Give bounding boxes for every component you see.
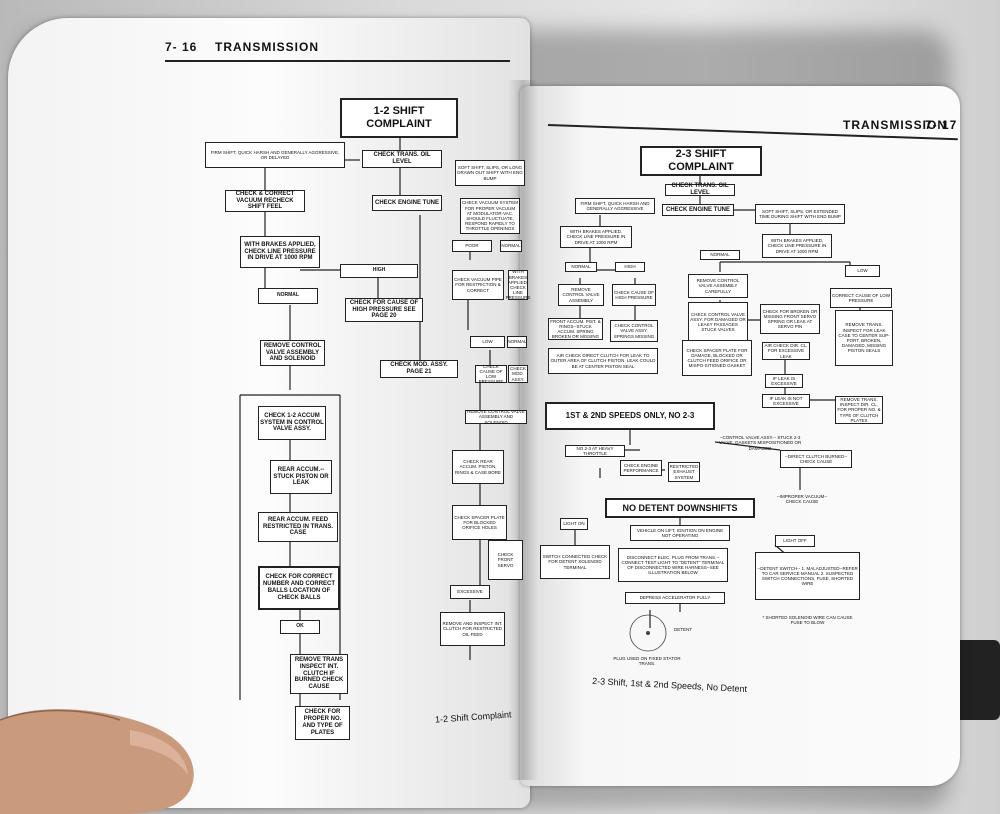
right-page-number: 7- 17 bbox=[925, 118, 958, 132]
right-section-title: TRANSMISSION bbox=[843, 118, 948, 132]
box-vehicle-on-lift: VEHICLE ON LIFT, IGNITION ON ENGINE NOT … bbox=[630, 525, 730, 541]
box-check-mod-2: CHECK MOD. ASSY. bbox=[508, 365, 528, 383]
box-check-engine-tune-right: CHECK ENGINE TUNE bbox=[662, 204, 734, 216]
box-switch-connected: SWITCH CONNECTED CHECK FOR DETENT SOLENO… bbox=[540, 545, 610, 579]
box-remove-inspect-clutch: REMOVE AND INSPECT INT. CLUTCH FOR RESTR… bbox=[440, 612, 505, 646]
box-firm-shift-right: FIRM SHIFT, QUICK HARSH AND GENERALLY AG… bbox=[575, 198, 655, 214]
box-check-control-valve-assy: CHECK CONTROL VALVE ASSY. FOR DAMAGED OR… bbox=[688, 302, 748, 342]
box-with-brakes-right: WITH BRAKES APPLIED, CHECK LINE PRESSURE… bbox=[560, 226, 632, 248]
label-detent: DETENT bbox=[674, 627, 692, 633]
box-normal: NORMAL bbox=[258, 288, 318, 304]
box-check-spacer-plate: CHECK SPACER PLATE FOR BLOCKED ORIFICE H… bbox=[452, 505, 507, 540]
box-1st-2nd-speeds: 1ST & 2ND SPEEDS ONLY, NO 2-3 bbox=[545, 402, 715, 430]
box-light-off: LIGHT OFF bbox=[775, 535, 815, 547]
box-soft-shift: SOFT SHIFT, SLIPS, OR LONG DRAWN OUT SHI… bbox=[455, 160, 525, 186]
box-light-on: LIGHT ON bbox=[560, 518, 588, 530]
box-high-right: HIGH bbox=[615, 262, 645, 272]
flowchart-title-1-2-shift: 1-2 SHIFT COMPLAINT bbox=[340, 98, 458, 138]
left-header-rule bbox=[165, 60, 510, 62]
box-check-spacer-plate-right: CHECK SPACER PLATE FOR DAMAGE, BLOCKED O… bbox=[682, 340, 752, 376]
box-check-cause-high-right: CHECK CAUSE OF HIGH PRESSURE bbox=[612, 284, 656, 306]
box-check-mod-assy: CHECK MOD. ASSY. PAGE 21 bbox=[380, 360, 458, 378]
box-air-check-direct-clutch: AIR CHECK DIRECT CLUTCH FOR LEAK TO OUTE… bbox=[548, 348, 658, 374]
box-check-cause-low: CHECK CAUSE OF LOW PRESSURE bbox=[475, 364, 507, 384]
box-air-check-2: AIR CHECK DIR. CL. FOR EXCESSIVE LEAK bbox=[762, 342, 810, 360]
box-with-brakes-applied: WITH BRAKES APPLIED, CHECK LINE PRESSURE… bbox=[240, 236, 320, 268]
box-check-broken-servo: CHECK FOR BROKEN OR MISSING FRONT SERVO … bbox=[760, 304, 820, 334]
box-with-brakes-right-2: WITH BRAKES APPLIED, CHECK LINE PRESSURE… bbox=[762, 234, 832, 258]
box-restricted-exhaust: RESTRICTED EXHAUST SYSTEM bbox=[668, 462, 700, 482]
box-if-leak-excessive: IF LEAK IS EXCESSIVE bbox=[765, 374, 803, 388]
box-remove-control-carefully: REMOVE CONTROL VALVE ASSEMBLY CAREFULLY bbox=[688, 274, 748, 298]
box-check-engine-tune: CHECK ENGINE TUNE bbox=[372, 195, 442, 211]
box-detent-switch: --DETENT SWITCH-- 1. MALADJUSTED--REFER … bbox=[755, 552, 860, 600]
box-normal-2: NORMAL bbox=[507, 336, 527, 348]
box-no-detent-downshifts: NO DETENT DOWNSHIFTS bbox=[605, 498, 755, 518]
box-check-cause-high-pressure: CHECK FOR CAUSE OF HIGH PRESSURE SEE PAG… bbox=[345, 298, 423, 322]
box-with-brakes-2: WITH BRAKES APPLIED, CHECK LINE PRESSURE bbox=[505, 269, 531, 301]
box-remove-trans-inspect-leak: REMOVE TRANS. INSPECT FOR LEAK CASE TO C… bbox=[835, 310, 893, 366]
box-high: HIGH bbox=[340, 264, 418, 278]
box-normal-small: NORMAL bbox=[500, 240, 522, 252]
label-plug-used: PLUG USED ON FIXED STATOR TRANS. bbox=[613, 655, 681, 666]
left-section-title: TRANSMISSION bbox=[215, 40, 320, 54]
box-disconnect-elec-plug: DISCONNECT ELEC. PLUG FROM TRANS.--CONNE… bbox=[618, 548, 728, 582]
box-no-2-3-heavy: NO 2-3 AT HEAVY THROTTLE bbox=[565, 445, 625, 457]
box-low: LOW bbox=[470, 336, 505, 348]
box-check-vacuum: CHECK & CORRECT VACUUM RECHECK SHIFT FEE… bbox=[225, 190, 305, 212]
box-normal-a: NORMAL bbox=[565, 262, 597, 272]
book-gutter bbox=[508, 80, 538, 780]
left-page-number: 7- 16 bbox=[165, 40, 198, 54]
box-remove-control-2: REMOVE CONTROL VALVE ASSEMBLY AND SOLENO… bbox=[465, 409, 527, 425]
box-check-1-2-accum: CHECK 1-2 ACCUM SYSTEM IN CONTROL VALVE … bbox=[258, 406, 326, 440]
box-check-rear-accum-piston: CHECK REAR ACCUM. PISTON, RINGS & CASE B… bbox=[452, 450, 504, 484]
box-low-right: LOW bbox=[845, 265, 880, 277]
note-shorted-solenoid: * SHORTED SOLENOID WIRE CAN CAUSE FUSE T… bbox=[762, 614, 853, 625]
box-if-leak-not-excessive: IF LEAK IS NOT EXCESSIVE bbox=[762, 394, 810, 408]
box-check-engine-performance: CHECK ENGINE PERFORMANCE bbox=[620, 460, 662, 476]
box-ok: OK bbox=[280, 620, 320, 634]
thumb-holding-book bbox=[0, 709, 194, 814]
box-remove-control-right: REMOVE CONTROL VALVE ASSEMBLY bbox=[558, 284, 604, 306]
box-excessive: EXCESSIVE bbox=[450, 585, 490, 599]
box-normal-b: NORMAL bbox=[700, 250, 740, 260]
box-check-proper-plates: CHECK FOR PROPER NO. AND TYPE OF PLATES bbox=[295, 706, 350, 740]
box-firm-shift: FIRM SHIFT, QUICK HARSH AND GENERALLY AG… bbox=[205, 142, 345, 168]
box-depress-accelerator: DEPRESS ACCELERATOR FULLY bbox=[625, 592, 725, 604]
box-check-vacuum-system: CHECK VACUUM SYSTEM FOR PROPER VACUUM AT… bbox=[460, 198, 520, 234]
box-direct-clutch-burned: --DIRECT CLUTCH BURNED-- CHECK CAUSE bbox=[780, 450, 852, 468]
box-improper-vacuum: --IMPROPER VACUUM-- CHECK CAUSE bbox=[776, 493, 828, 504]
flowchart-title-2-3-shift: 2-3 SHIFT COMPLAINT bbox=[640, 146, 762, 176]
box-poor: POOR bbox=[452, 240, 492, 252]
box-check-front-servo: CHECK FRONT SERVO bbox=[488, 540, 523, 580]
box-check-oil-level: CHECK TRANS. OIL LEVEL bbox=[362, 150, 442, 168]
box-remove-trans-dir-cl: REMOVE TRANS. INSPECT DIR. CL. FOR PROPE… bbox=[835, 396, 883, 424]
box-correct-cause-low: CORRECT CAUSE OF LOW PRESSURE bbox=[830, 288, 892, 308]
box-rear-accum-feed: REAR ACCUM. FEED RESTRICTED IN TRANS. CA… bbox=[258, 512, 338, 542]
box-check-vacuum-pipe: CHECK VACUUM PIPE FOR RESTRICTION & CORR… bbox=[452, 270, 504, 300]
box-check-oil-level-right: CHECK TRANS. OIL LEVEL bbox=[665, 183, 735, 196]
box-remove-control-valve: REMOVE CONTROL VALVE ASSEMBLY AND SOLENO… bbox=[260, 340, 325, 366]
box-rear-accum-stuck: REAR ACCUM.--STUCK PISTON OR LEAK bbox=[270, 460, 332, 494]
box-front-accum: FRONT ACCUM. PIST. & RINGS--STUCK ACCUM.… bbox=[548, 318, 603, 340]
box-check-control-valve: CHECK CONTROL VALVE ASSY. SPRINGS MISSIN… bbox=[610, 320, 658, 342]
box-control-valve-stuck: --CONTROL VALVE ASSY.-- STUCK 2-3 VALVE,… bbox=[718, 435, 802, 451]
box-soft-shift-right: SOFT SHIFT, SLIPS, OR EXTENDED TIME DURI… bbox=[755, 204, 845, 224]
box-check-correct-number: CHECK FOR CORRECT NUMBER AND CORRECT BAL… bbox=[258, 566, 340, 610]
box-remove-trans-inspect: REMOVE TRANS INSPECT INT. CLUTCH IF BURN… bbox=[290, 654, 348, 694]
